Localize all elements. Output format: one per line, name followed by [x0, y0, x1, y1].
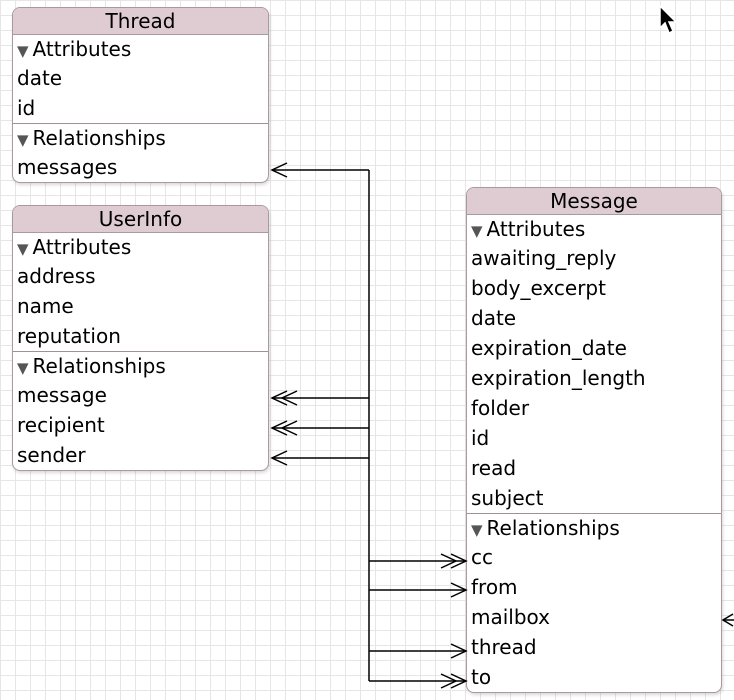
attribute-row[interactable]: read [471, 456, 517, 480]
section-label: Attributes [32, 37, 132, 61]
section-label: Relationships [32, 354, 166, 378]
arrow-head-icon [721, 613, 734, 627]
disclosure-triangle-icon[interactable]: ▼ [471, 222, 483, 240]
entity-thread[interactable]: Thread ▼Attributes date id ▼Relationship… [12, 7, 269, 183]
relationships-section: ▼Relationships message recipient sender [13, 351, 268, 470]
mouse-pointer-icon [659, 4, 678, 35]
relationship-row[interactable]: sender [17, 443, 86, 467]
attribute-row[interactable]: date [17, 66, 63, 90]
attribute-row[interactable]: awaiting_reply [471, 246, 617, 270]
entity-title: Thread [13, 8, 268, 35]
relationship-row[interactable]: recipient [17, 413, 105, 437]
entity-message[interactable]: Message ▼Attributes awaiting_reply body_… [466, 187, 722, 693]
relationships-header[interactable]: ▼Relationships [13, 352, 268, 380]
disclosure-triangle-icon[interactable]: ▼ [471, 521, 483, 539]
arrow-head-icon [450, 553, 468, 569]
entity-userinfo[interactable]: UserInfo ▼Attributes address name reputa… [12, 205, 269, 471]
attribute-row[interactable]: date [471, 306, 517, 330]
attribute-row[interactable]: id [17, 96, 36, 120]
disclosure-triangle-icon[interactable]: ▼ [17, 240, 29, 258]
disclosure-triangle-icon[interactable]: ▼ [17, 42, 29, 60]
disclosure-triangle-icon[interactable]: ▼ [17, 359, 29, 377]
arrow-head-icon [280, 420, 298, 436]
attribute-row[interactable]: name [17, 294, 74, 318]
relationship-row[interactable]: from [471, 575, 518, 599]
attribute-row[interactable]: address [17, 264, 96, 288]
arrow-head-icon [270, 390, 288, 406]
attribute-row[interactable]: folder [471, 396, 530, 420]
relationships-section: ▼Relationships messages [13, 123, 268, 182]
attribute-row[interactable]: body_excerpt [471, 276, 606, 300]
section-label: Attributes [486, 217, 586, 241]
arrow-head-icon [450, 582, 468, 598]
disclosure-triangle-icon[interactable]: ▼ [17, 131, 29, 149]
relationship-row[interactable]: mailbox [471, 605, 551, 629]
relationship-row[interactable]: cc [471, 545, 493, 569]
relationship-row[interactable]: message [17, 383, 107, 407]
relationship-row[interactable]: messages [17, 155, 118, 179]
attribute-row[interactable]: expiration_length [471, 366, 646, 390]
section-label: Relationships [486, 516, 620, 540]
entity-title: UserInfo [13, 206, 268, 233]
attribute-row[interactable]: expiration_date [471, 336, 627, 360]
relationship-row[interactable]: to [471, 665, 492, 689]
arrow-head-icon [450, 643, 468, 659]
relationship-row[interactable]: thread [471, 635, 537, 659]
arrow-head-icon [270, 420, 288, 436]
attributes-section: ▼Attributes awaiting_reply body_excerpt … [467, 215, 721, 513]
arrow-head-icon [440, 673, 458, 689]
entity-title: Message [467, 188, 721, 215]
attributes-header[interactable]: ▼Attributes [13, 35, 268, 63]
relationships-header[interactable]: ▼Relationships [467, 514, 721, 542]
arrow-head-icon [270, 162, 288, 178]
attributes-section: ▼Attributes date id [13, 35, 268, 123]
section-label: Relationships [32, 126, 166, 150]
section-label: Attributes [32, 235, 132, 259]
relationships-header[interactable]: ▼Relationships [13, 124, 268, 152]
attribute-row[interactable]: reputation [17, 324, 121, 348]
attributes-header[interactable]: ▼Attributes [13, 233, 268, 261]
attribute-row[interactable]: subject [471, 486, 544, 510]
arrow-head-icon [280, 390, 298, 406]
arrow-head-icon [440, 553, 458, 569]
arrow-head-icon [270, 450, 288, 466]
arrow-head-icon [450, 673, 468, 689]
attributes-header[interactable]: ▼Attributes [467, 215, 721, 243]
relationships-section: ▼Relationships cc from mailbox thread to [467, 513, 721, 692]
attribute-row[interactable]: id [471, 426, 490, 450]
attributes-section: ▼Attributes address name reputation [13, 233, 268, 351]
